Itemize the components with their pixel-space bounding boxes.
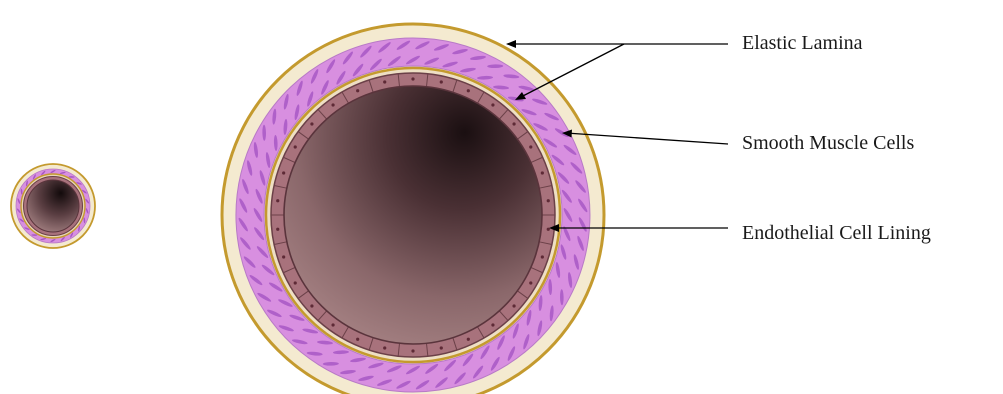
endothelial-nucleus — [331, 323, 334, 326]
endothelial-nucleus — [529, 281, 532, 284]
label-endothelial-cell-lining: Endothelial Cell Lining — [742, 223, 931, 243]
endothelial-nucleus — [310, 304, 313, 307]
endothelial-nucleus — [467, 338, 470, 341]
small-lumen — [27, 180, 79, 232]
endothelial-nucleus — [383, 346, 386, 349]
endothelial-nucleus — [276, 228, 279, 231]
endothelial-nucleus — [310, 122, 313, 125]
endothelial-nucleus — [512, 122, 515, 125]
label-smooth-muscle-cells: Smooth Muscle Cells — [742, 133, 914, 153]
endothelial-nucleus — [411, 77, 414, 80]
endothelial-nucleus — [294, 145, 297, 148]
endothelial-nucleus — [491, 323, 494, 326]
endothelial-nucleus — [356, 89, 359, 92]
endothelial-nucleus — [541, 255, 544, 258]
endothelial-nucleus — [282, 171, 285, 174]
label-elastic-lamina: Elastic Lamina — [742, 33, 863, 53]
endothelial-nucleus — [383, 80, 386, 83]
endothelial-nucleus — [276, 199, 279, 202]
endothelial-nucleus — [467, 89, 470, 92]
endothelial-nucleus — [282, 255, 285, 258]
endothelial-nucleus — [331, 103, 334, 106]
endothelial-nucleus — [356, 338, 359, 341]
endothelial-nucleus — [491, 103, 494, 106]
lumen — [284, 86, 542, 344]
endothelial-nucleus — [440, 80, 443, 83]
endothelial-nucleus — [440, 346, 443, 349]
endothelial-nucleus — [294, 281, 297, 284]
large-vessel — [221, 23, 605, 394]
endothelial-nucleus — [547, 199, 550, 202]
small-vessel — [11, 164, 95, 248]
endothelial-nucleus — [541, 171, 544, 174]
endothelial-nucleus — [529, 145, 532, 148]
endothelial-nucleus — [411, 349, 414, 352]
endothelial-nucleus — [512, 304, 515, 307]
arrowhead-elastic-outer — [506, 40, 516, 48]
